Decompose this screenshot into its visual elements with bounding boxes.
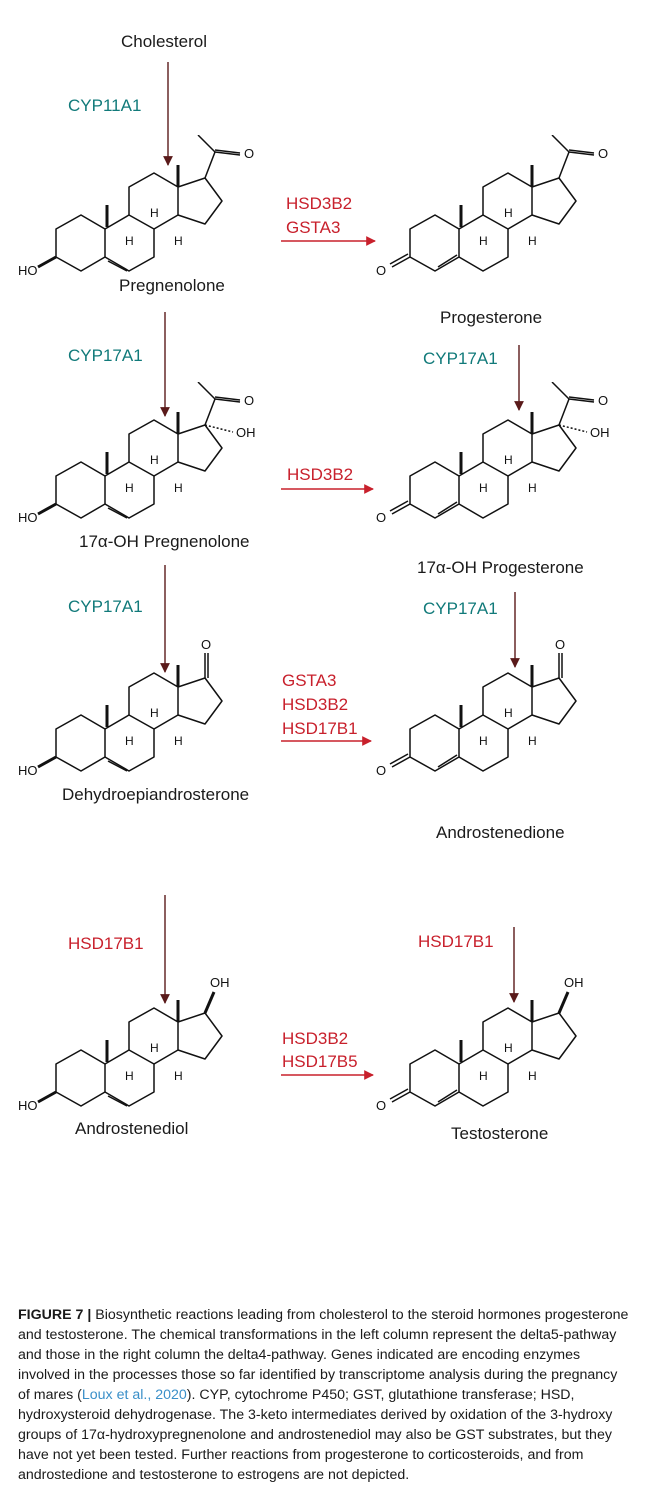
caption-text-part1: Biosynthetic reactions leading from chol… (18, 1307, 629, 1403)
compound-dhea: Dehydroepiandrosterone (62, 785, 250, 804)
svg-text:H: H (125, 1069, 134, 1083)
svg-text:H: H (174, 481, 183, 495)
enzyme-left-cyp17a1-2: CYP17A1 (68, 597, 143, 616)
figure-label: FIGURE 7 | (18, 1307, 92, 1323)
svg-text:O: O (201, 637, 211, 652)
compound-pregnenolone: Pregnenolone (119, 276, 225, 295)
enzyme-cyp11a1: CYP11A1 (68, 96, 142, 115)
compound-cholesterol: Cholesterol (121, 32, 207, 51)
enzyme-right-cyp17a1-2: CYP17A1 (423, 599, 498, 618)
svg-text:H: H (528, 1069, 537, 1083)
reaction-arrows (160, 62, 524, 1080)
svg-text:O: O (244, 146, 254, 161)
svg-text:O: O (376, 763, 386, 778)
enzyme-h1-gsta3: GSTA3 (286, 218, 341, 237)
compound-progesterone: Progesterone (440, 308, 543, 327)
svg-text:H: H (479, 1069, 488, 1083)
svg-text:H: H (504, 706, 513, 720)
svg-text:H: H (528, 734, 537, 748)
oh-pregnenolone-structure: O OH HO H H H (18, 382, 256, 525)
svg-text:H: H (504, 453, 513, 467)
enzyme-h4-hsd3b2: HSD3B2 (282, 1029, 349, 1048)
svg-text:H: H (174, 1069, 183, 1083)
enzyme-h4-hsd17b5: HSD17B5 (282, 1052, 358, 1071)
enzyme-right-hsd17b1: HSD17B1 (418, 932, 494, 951)
svg-text:H: H (479, 734, 488, 748)
svg-text:O: O (244, 393, 254, 408)
svg-text:H: H (125, 734, 134, 748)
svg-text:H: H (150, 453, 159, 467)
svg-text:H: H (150, 206, 159, 220)
svg-text:O: O (555, 637, 565, 652)
svg-text:H: H (479, 481, 488, 495)
svg-text:OH: OH (236, 425, 256, 440)
enzyme-left-cyp17a1-1: CYP17A1 (68, 346, 143, 365)
svg-text:H: H (504, 1041, 513, 1055)
compound-oh-pregnenolone: 17α-OH Pregnenolone (79, 532, 250, 551)
pregnenolone-structure: O HO H H H (18, 135, 254, 278)
enzyme-h3-hsd17b1: HSD17B1 (282, 719, 358, 738)
svg-text:OH: OH (564, 975, 584, 990)
svg-text:H: H (150, 1041, 159, 1055)
svg-text:HO: HO (18, 763, 38, 778)
svg-text:HO: HO (18, 263, 38, 278)
oh-progesterone-structure: O OH O H H H (376, 382, 610, 525)
enzyme-right-cyp17a1-1: CYP17A1 (423, 349, 498, 368)
enzyme-h3-gsta3: GSTA3 (282, 671, 337, 690)
compound-androstenedione: Androstenedione (436, 823, 565, 842)
dhea-structure: O HO H H H (18, 637, 223, 778)
enzyme-h1-hsd3b2: HSD3B2 (286, 194, 353, 213)
testosterone-structure: OH O H H H (376, 975, 584, 1113)
svg-text:H: H (504, 206, 513, 220)
compound-testosterone: Testosterone (451, 1124, 549, 1143)
compound-androstenediol: Androstenediol (75, 1119, 189, 1138)
svg-text:H: H (174, 734, 183, 748)
progesterone-structure: O O H H H (376, 135, 608, 278)
svg-text:O: O (376, 263, 386, 278)
svg-text:H: H (125, 234, 134, 248)
svg-text:OH: OH (590, 425, 610, 440)
svg-text:OH: OH (210, 975, 230, 990)
caption-text-part2: ). CYP, cytochrome P450; GST, glutathion… (18, 1387, 613, 1483)
enzyme-left-hsd17b1: HSD17B1 (68, 934, 144, 953)
svg-text:H: H (528, 481, 537, 495)
svg-text:H: H (174, 234, 183, 248)
enzyme-h2-hsd3b2: HSD3B2 (287, 465, 354, 484)
svg-text:H: H (479, 234, 488, 248)
androstenediol-structure: OH HO H H H (18, 975, 230, 1113)
svg-text:O: O (376, 510, 386, 525)
svg-text:H: H (150, 706, 159, 720)
svg-text:O: O (598, 393, 608, 408)
svg-text:H: H (528, 234, 537, 248)
svg-text:HO: HO (18, 1098, 38, 1113)
reference-link[interactable]: Loux et al., 2020 (81, 1387, 187, 1403)
androstenedione-structure: O O H H H (376, 637, 577, 778)
svg-text:HO: HO (18, 510, 38, 525)
svg-text:O: O (598, 146, 608, 161)
svg-text:H: H (125, 481, 134, 495)
compound-oh-progesterone: 17α-OH Progesterone (417, 558, 584, 577)
enzyme-h3-hsd3b2: HSD3B2 (282, 695, 349, 714)
svg-text:O: O (376, 1098, 386, 1113)
figure-caption: FIGURE 7 | Biosynthetic reactions leadin… (18, 1305, 630, 1485)
